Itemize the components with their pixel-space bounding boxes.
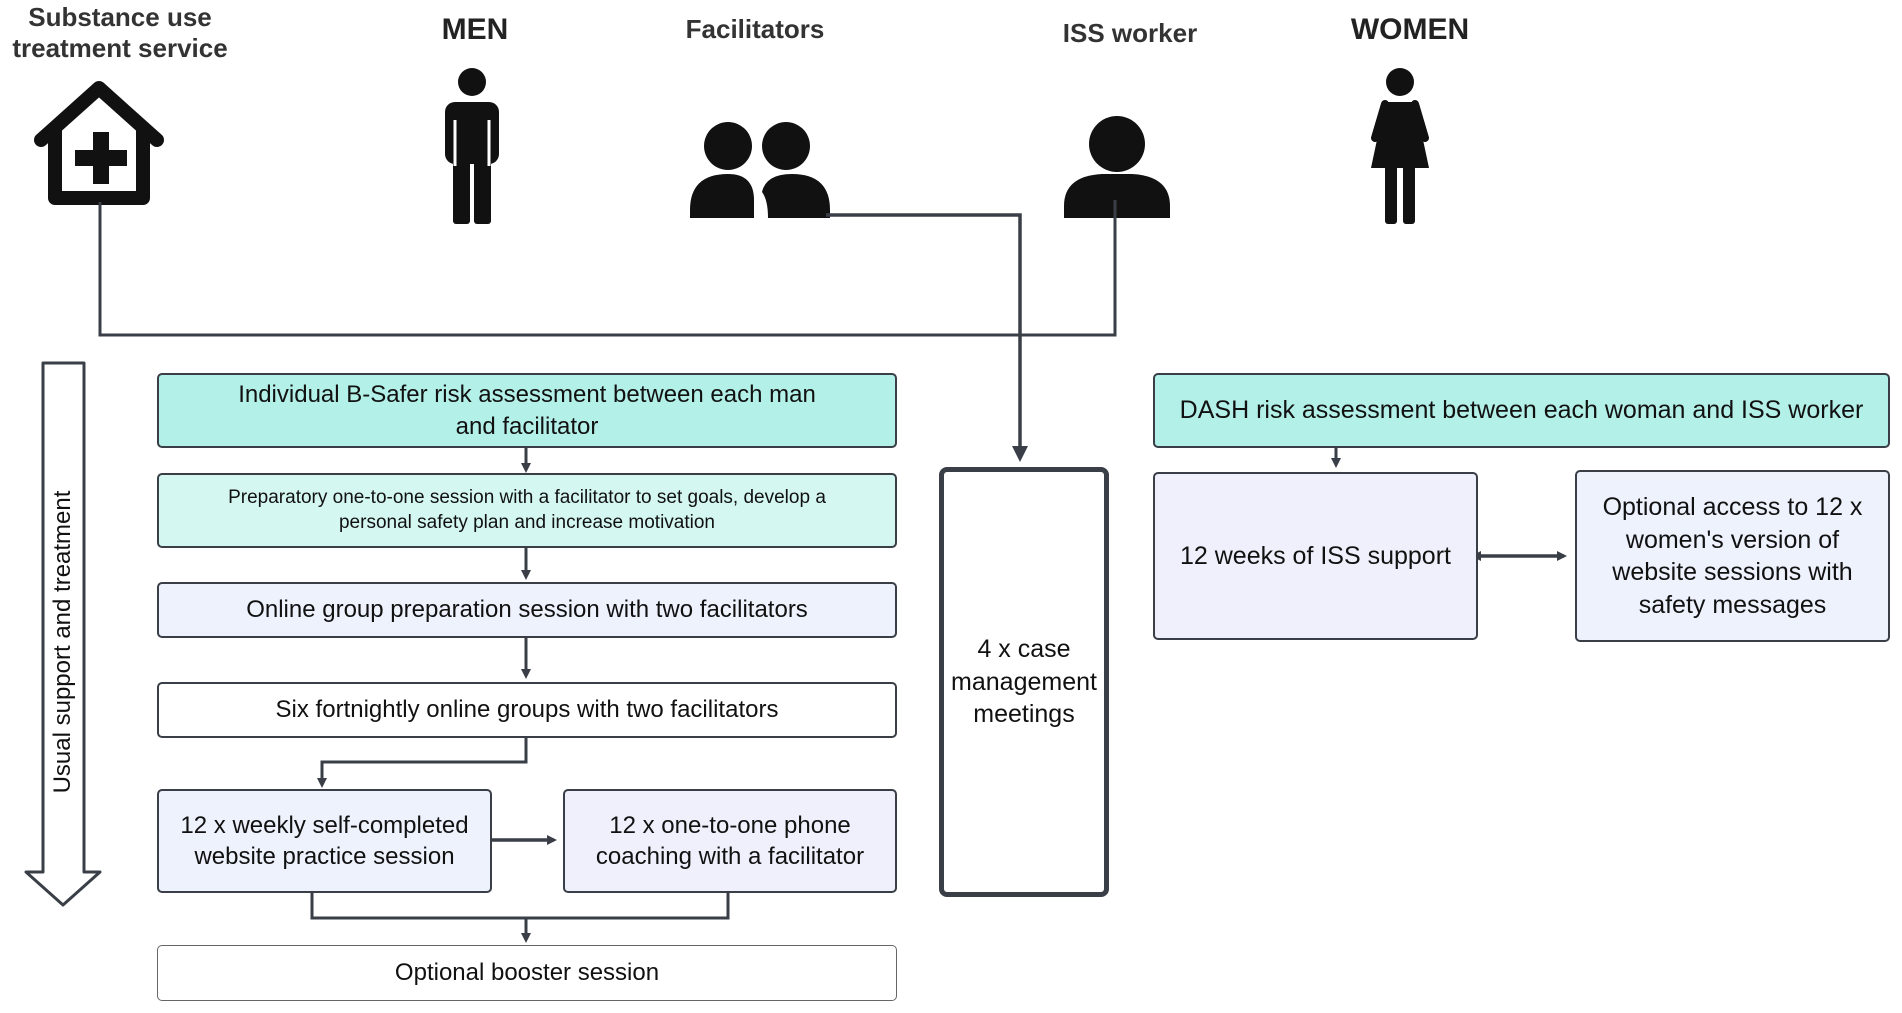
two-people-icon [690, 122, 830, 218]
dash-assessment-box: DASH risk assessment between each woman … [1153, 373, 1890, 448]
booster-session-box: Optional booster session [157, 945, 897, 1001]
phone-coaching-box: 12 x one-to-one phone coaching with a fa… [563, 789, 897, 893]
arrow-4 [317, 738, 528, 788]
usual-support-arrow [24, 361, 102, 907]
woman-icon [1371, 68, 1429, 224]
women-label: WOMEN [1350, 13, 1470, 46]
substance-use-service-label: Substance use treatment service [12, 2, 228, 64]
iss-support-box: 12 weeks of ISS support [1153, 472, 1478, 640]
case-management-box: 4 x case management meetings [939, 467, 1109, 897]
man-icon [445, 68, 499, 224]
optional-access-box: Optional access to 12 x women's version … [1575, 470, 1890, 642]
facilitators-connector [826, 213, 1028, 462]
person-icon [1064, 116, 1170, 218]
fortnightly-groups-box: Six fortnightly online groups with two f… [157, 682, 897, 738]
website-practice-box: 12 x weekly self-completed website pract… [157, 789, 492, 893]
iss-worker-label: ISS worker [1062, 18, 1198, 48]
house-plus-icon [34, 81, 164, 205]
usual-support-label: Usual support and treatment [49, 490, 76, 794]
house-connector [98, 200, 1117, 337]
men-label: MEN [441, 13, 509, 46]
bsafer-assessment-box: Individual B-Safer risk assessment betwe… [157, 373, 897, 448]
arrow-6 [310, 893, 730, 920]
facilitators-label: Facilitators [685, 14, 825, 44]
preparatory-session-box: Preparatory one-to-one session with a fa… [157, 473, 897, 548]
group-prep-box: Online group preparation session with tw… [157, 582, 897, 638]
